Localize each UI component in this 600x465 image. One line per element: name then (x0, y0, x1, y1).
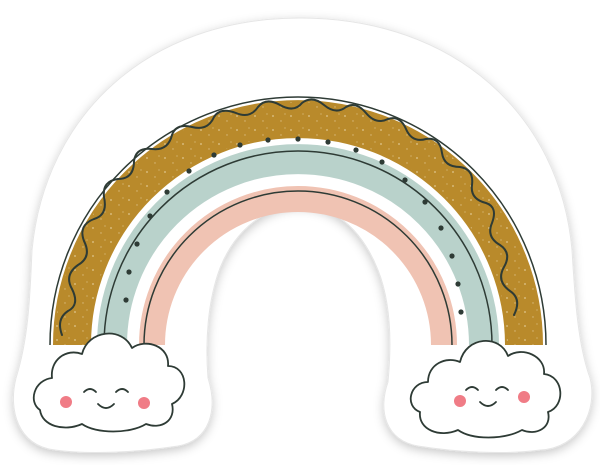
sage-ink-line (103, 150, 493, 346)
right-cloud-smile (479, 401, 497, 407)
right-cloud-cheek-right (518, 391, 530, 403)
scallop-loops (59, 98, 519, 336)
outer-ink-line (49, 96, 547, 346)
right-cloud (409, 340, 562, 439)
left-cloud-smile (97, 403, 115, 409)
peach-ink-line (143, 190, 453, 346)
peach-arc (139, 186, 457, 346)
right-cloud-eye-right (495, 386, 509, 391)
left-cloud-eye-left (83, 388, 97, 393)
dot-row (123, 136, 464, 315)
left-cloud (32, 332, 186, 433)
right-cloud-cheek-left (454, 395, 466, 407)
sage-arc (97, 144, 499, 346)
right-cloud-eye-left (465, 386, 479, 391)
left-cloud-cheek-right (138, 397, 150, 409)
left-cloud-eye-right (115, 388, 129, 393)
left-cloud-cheek-left (60, 396, 72, 408)
mustard-texture (55, 102, 541, 346)
